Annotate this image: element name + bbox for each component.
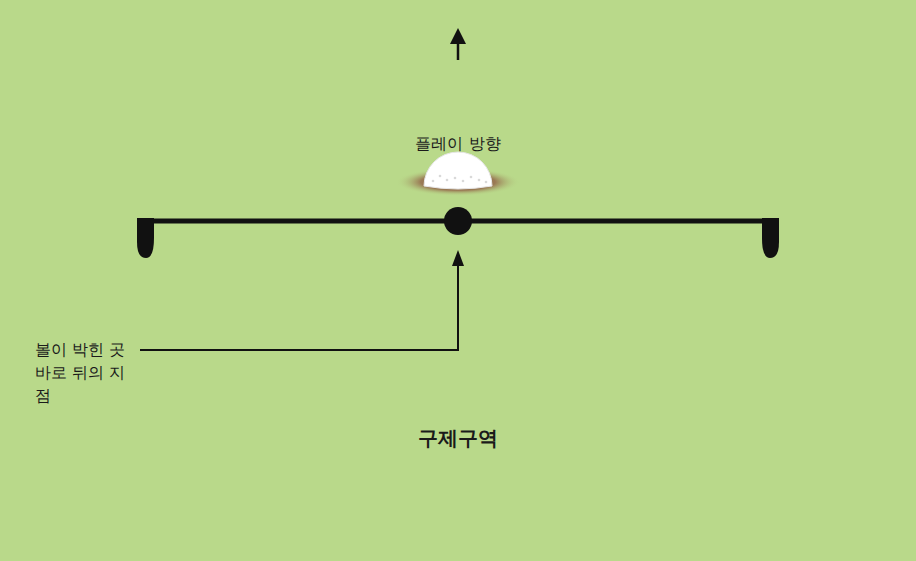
leader-line bbox=[140, 262, 458, 350]
half-disc bbox=[137, 222, 779, 543]
golf-ball bbox=[424, 152, 492, 189]
arrow-head bbox=[450, 28, 466, 44]
bracket-end bbox=[137, 218, 154, 258]
area-label: 구제구역 bbox=[137, 425, 779, 452]
bracket-end bbox=[762, 218, 779, 258]
reference-point bbox=[444, 207, 472, 235]
relief-area-shape bbox=[137, 222, 779, 543]
leader-arrow-head bbox=[452, 250, 464, 266]
ball-dimples bbox=[432, 175, 488, 184]
direction-label: 플레이 방향 bbox=[358, 132, 558, 155]
callout-label: 볼이 박힌 곳 바로 뒤의 지점 bbox=[35, 338, 131, 408]
relief-area: 구제구역 bbox=[137, 222, 779, 543]
top-strip bbox=[0, 0, 916, 4]
